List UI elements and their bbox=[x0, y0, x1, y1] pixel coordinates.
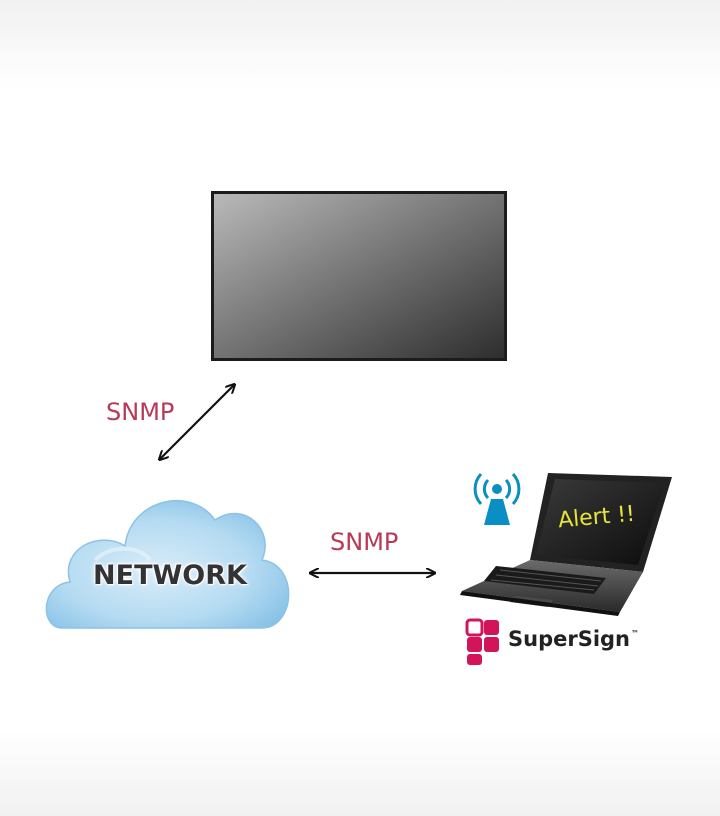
wireless-signal-icon bbox=[473, 472, 521, 525]
trademark-symbol: ™ bbox=[631, 629, 640, 638]
cloud-label: NETWORK bbox=[93, 560, 247, 591]
brand-name: SuperSign™ bbox=[508, 627, 639, 651]
arrow-display-cloud bbox=[160, 385, 234, 459]
cloud-icon bbox=[45, 499, 290, 629]
laptop-icon bbox=[460, 473, 672, 616]
edge-label-cloud-laptop: SNMP bbox=[330, 528, 399, 556]
supersign-logo-icon bbox=[465, 618, 499, 665]
display-panel-icon bbox=[211, 191, 507, 361]
brand-wordmark: SuperSign bbox=[508, 627, 631, 651]
edge-label-display-cloud: SNMP bbox=[106, 398, 175, 426]
